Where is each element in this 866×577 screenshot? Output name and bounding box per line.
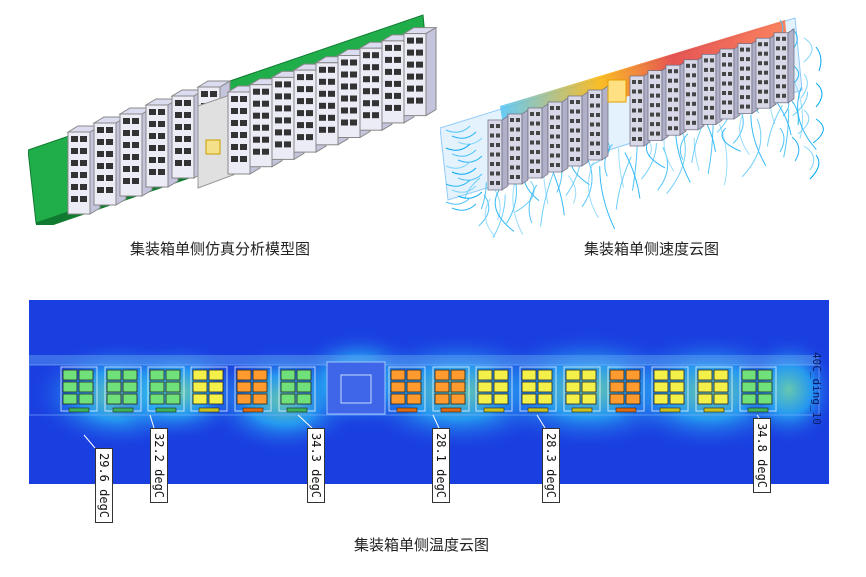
velocity-racks: [487, 28, 795, 191]
temperature-racks: [60, 366, 777, 413]
side-label: 40C_ding_10: [810, 352, 823, 425]
model-caption: 集装箱单侧仿真分析模型图: [130, 240, 311, 258]
model-racks: [66, 26, 438, 215]
temp-label-1: 29.6 degC: [95, 448, 113, 524]
model-figure: [28, 14, 438, 225]
temp-label-6: 34.8 degC: [753, 418, 771, 494]
temp-label-2: 32.2 degC: [150, 428, 168, 504]
temp-label-4: 28.1 degC: [432, 428, 450, 504]
temperature-caption: 集装箱单侧温度云图: [354, 536, 490, 554]
center-gap: [326, 361, 386, 415]
temperature-figure: [29, 300, 829, 484]
velocity-figure: [440, 17, 824, 238]
temp-label-3: 34.3 degC: [307, 428, 325, 504]
velocity-caption: 集装箱单侧速度云图: [584, 240, 720, 258]
temp-label-5: 28.3 degC: [542, 428, 560, 504]
